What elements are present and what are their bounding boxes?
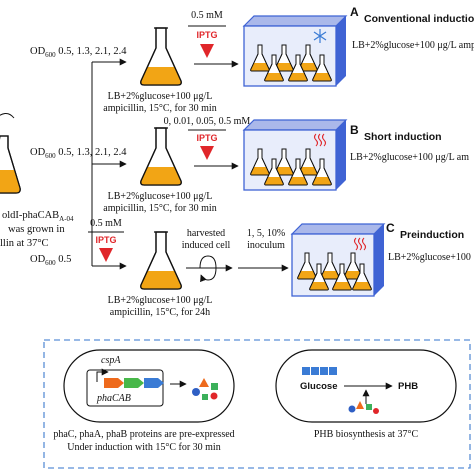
cspa-label: cspA [101, 355, 121, 366]
phb-label: PHB [398, 381, 418, 392]
seed-culture: oldI-phaCABA-04 was grown in llin at 37°… [0, 113, 74, 249]
flask-c-caption-1: LB+2%glucose+100 μg/L [108, 295, 213, 306]
row-short-induction: OD600 0.5, 1.3, 2.1, 2.4 LB+2%glucose+10… [30, 116, 469, 214]
phac-gene-icon [104, 378, 124, 388]
od-label-c: OD600 0.5 [30, 254, 71, 267]
growth-temp-label: llin at 37°C [0, 238, 49, 249]
iptg-b-arrow-icon [200, 146, 214, 160]
medium-a: LB+2%glucose+100 μg/L ampi [352, 40, 474, 51]
iptg-a-arrow-icon [200, 44, 214, 58]
iptg-conc-b: 0, 0.01, 0.05, 0.5 mM [164, 116, 251, 127]
proteins-left-icon [192, 378, 218, 400]
row-conventional-induction: OD600 0.5, 1.3, 2.1, 2.4 LB+2%glucose+10… [30, 5, 474, 114]
glucose-icon [302, 367, 337, 375]
iptg-c-arrow-icon [99, 248, 113, 262]
medium-c: LB+2%glucose+100 [388, 252, 471, 263]
od-label-a: OD600 0.5, 1.3, 2.1, 2.4 [30, 46, 127, 59]
flask-a-caption-1: LB+2%glucose+100 μg/L [108, 91, 213, 102]
row-preinduction: OD600 0.5 0.5 mM IPTG LB+2%glucose+100 μ… [30, 218, 471, 318]
flask-b-caption-1: LB+2%glucose+100 μg/L [108, 191, 213, 202]
seed-arrow-icon [0, 113, 15, 119]
water-bath-a [242, 15, 348, 87]
iptg-label-b: IPTG [196, 133, 217, 143]
right-caption: PHB biosynthesis at 37°C [314, 429, 419, 440]
snowflake-icon [313, 29, 327, 43]
iptg-conc-a: 0.5 mM [191, 10, 223, 21]
left-caption-1: phaC, phaA, phaB proteins are pre-expres… [53, 429, 234, 440]
flask-b-icon [140, 127, 182, 186]
panel-title-c: Preinduction [400, 229, 464, 241]
od-label-b: OD600 0.5, 1.3, 2.1, 2.4 [30, 147, 127, 160]
iptg-conc-c: 0.5 mM [90, 218, 122, 229]
water-bath-b [242, 119, 348, 191]
promoter-arrow-icon [96, 368, 109, 382]
harvest-label-2: induced cell [182, 240, 231, 251]
plasmid-box [86, 369, 164, 407]
panel-letter-b: B [350, 123, 359, 137]
phaa-gene-icon [124, 378, 144, 388]
panel-title-b: Short induction [364, 131, 442, 143]
flask-c-caption-2: ampicillin, 15°C, for 24h [110, 307, 210, 318]
flask-a-caption-2: ampicillin, 15°C, for 30 min [103, 103, 216, 114]
phacab-label: phaCAB [96, 393, 131, 404]
heat-icon [353, 237, 367, 251]
flask-c-icon [140, 231, 182, 290]
flask-a-icon [140, 27, 182, 86]
mechanism-panel: cspA phaCAB phaC, phaA, phaB proteins ar… [43, 339, 471, 469]
panel-letter-a: A [350, 5, 359, 19]
glucose-label: Glucose [300, 381, 338, 392]
heat-icon [313, 133, 327, 147]
inoculum-label-1: 1, 5, 10% [247, 228, 285, 239]
phacab-operon [104, 378, 164, 388]
panel-letter-c: C [386, 221, 395, 235]
strain-label: oldI-phaCABA-04 [2, 210, 74, 223]
phab-gene-icon [144, 378, 164, 388]
water-bath-c [290, 223, 386, 297]
flask-b-caption-2: ampicillin, 15°C, for 30 min [103, 203, 216, 214]
iptg-label-c: IPTG [95, 235, 116, 245]
proteins-right-icon [348, 401, 379, 414]
medium-b: LB+2%glucose+100 μg/L am [350, 152, 469, 163]
inoculum-label-2: inoculum [247, 240, 285, 251]
mechanism-border [43, 339, 471, 469]
left-caption-2: Under induction with 15°C for 30 min [67, 442, 220, 453]
seed-flask-icon [0, 135, 21, 194]
harvest-label-1: harvested [187, 228, 225, 239]
growth-label: was grown in [8, 224, 65, 235]
centrifuge-icon [199, 255, 217, 283]
panel-title-a: Conventional induction [364, 13, 474, 25]
iptg-label-a: IPTG [196, 30, 217, 40]
